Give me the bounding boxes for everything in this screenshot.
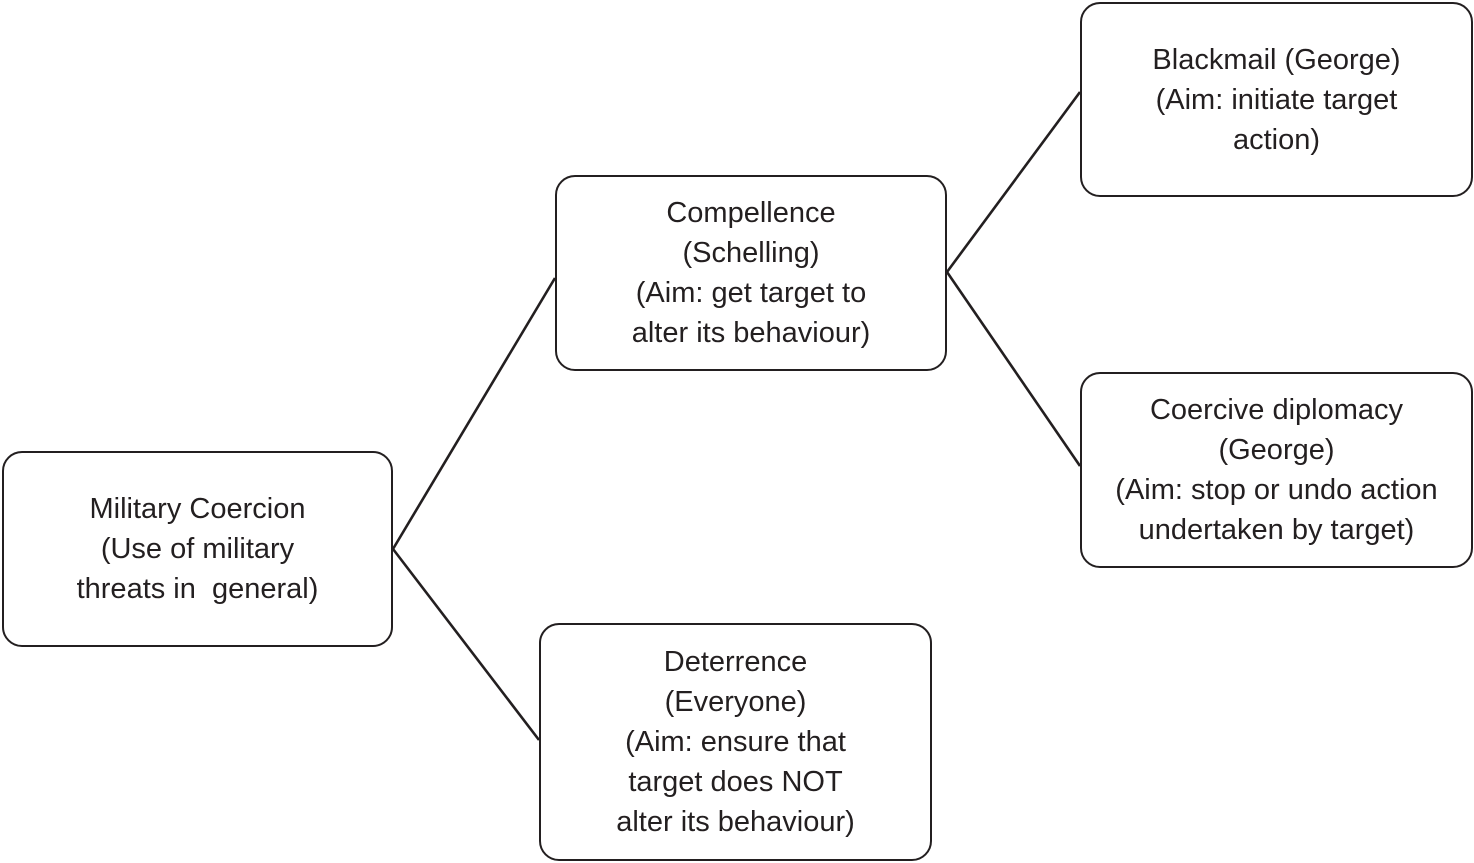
node-line: (Aim: initiate target (1155, 83, 1398, 116)
node-line: Coercive diplomacy (1149, 394, 1404, 426)
node-line: (George) (1218, 434, 1335, 466)
node-line: Military Coercion (89, 493, 306, 525)
edge-compellence-to-blackmail (945, 91, 1082, 273)
node-blackmail: Blackmail (George) (Aim: initiate target… (1080, 2, 1473, 197)
node-line: action) (1232, 123, 1321, 156)
node-compellence: Compellence (Schelling) (Aim: get target… (555, 175, 947, 371)
edge-compellence-to-coercive-diplomacy (945, 271, 1082, 467)
node-military-coercion: Military Coercion (Use of military threa… (2, 451, 393, 647)
edge-military-to-compellence (391, 277, 557, 550)
node-line: (Schelling) (682, 237, 820, 269)
node-line: (Aim: ensure that (625, 726, 846, 758)
node-line: threats in general) (76, 573, 319, 605)
node-line: undertaken by target) (1138, 514, 1415, 546)
node-coercive-diplomacy: Coercive diplomacy (George) (Aim: stop o… (1080, 372, 1473, 568)
node-line: alter its behaviour) (631, 317, 871, 349)
node-line: (Aim: stop or undo action (1115, 474, 1438, 506)
node-line: Compellence (666, 197, 836, 229)
node-line: (Aim: get target to (635, 277, 867, 309)
node-line: (Everyone) (664, 686, 807, 718)
node-line: Deterrence (663, 646, 808, 678)
node-line: Blackmail (George) (1152, 43, 1401, 76)
node-deterrence: Deterrence (Everyone) (Aim: ensure that … (539, 623, 932, 861)
edge-military-to-deterrence (391, 548, 541, 741)
node-line: alter its behaviour) (616, 806, 855, 838)
node-line: (Use of military (100, 533, 295, 565)
node-line: target does NOT (628, 766, 843, 798)
